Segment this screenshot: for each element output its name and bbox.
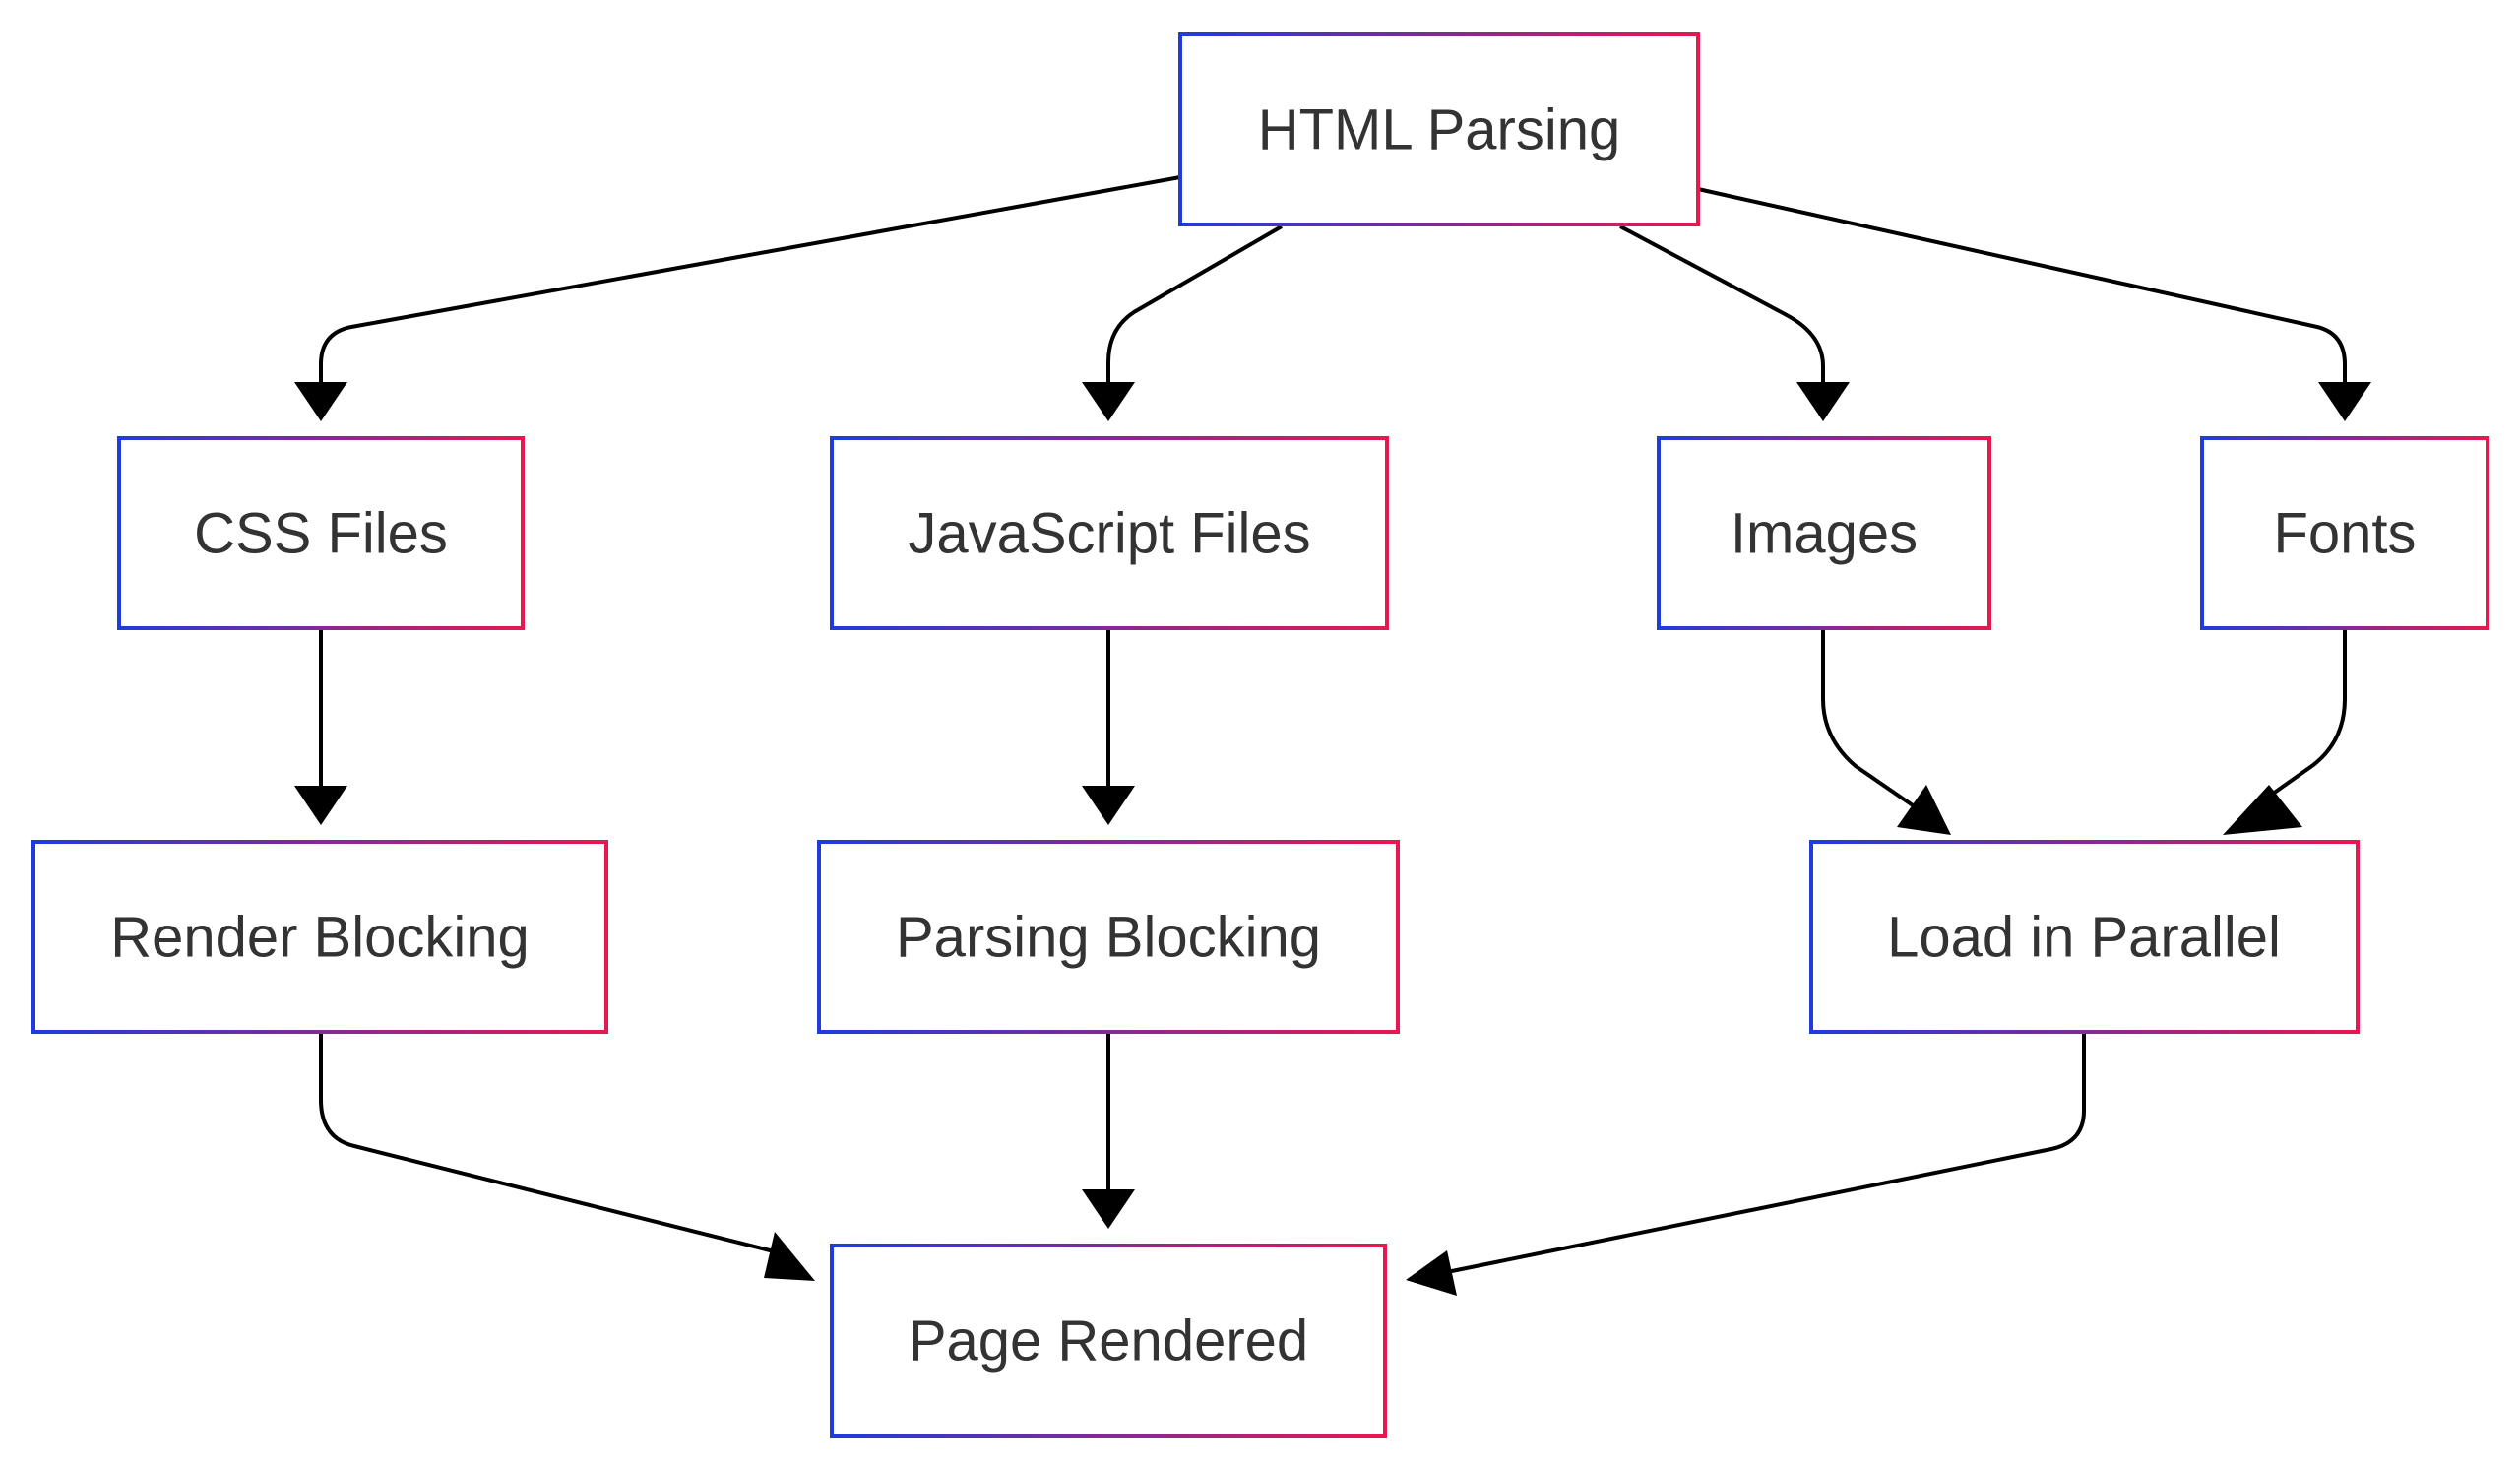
node-label-javascript-files: JavaScript Files [908,502,1310,566]
arrowhead-page-rendered-right [1406,1250,1457,1296]
arrowhead-load-in-parallel-right [2223,785,2302,835]
node-label-images: Images [1731,502,1918,566]
node-label-html-parsing: HTML Parsing [1258,98,1621,162]
node-box-page-rendered [830,1244,1387,1438]
arrowhead-css-files [294,382,347,421]
edge-html-parsing-to-images [1619,224,1825,386]
node-label-load-in-parallel: Load in Parallel [1887,906,2281,970]
node-label-css-files: CSS Files [194,502,448,566]
node-box-load-in-parallel [1809,840,2360,1034]
edge-html-parsing-to-css-files [319,175,1181,386]
node-box-parsing-blocking [817,840,1400,1034]
node-label-page-rendered: Page Rendered [909,1310,1308,1374]
node-javascript-files: JavaScript Files [830,436,1389,630]
edge-html-parsing-to-javascript-files [1106,224,1284,386]
node-fonts: Fonts [2200,436,2489,630]
node-box-css-files [117,436,525,630]
arrowhead-images [1796,382,1850,421]
edge-render-blocking-to-page-rendered [319,1034,779,1254]
arrowhead-parsing-blocking [1082,786,1135,825]
node-label-render-blocking: Render Blocking [110,906,530,970]
edge-fonts-to-load-in-parallel [2254,630,2347,807]
arrowhead-render-blocking [294,786,347,825]
edges [294,175,2371,1296]
arrowhead-javascript-files [1082,382,1135,421]
node-page-rendered: Page Rendered [830,1244,1387,1438]
node-parsing-blocking: Parsing Blocking [817,840,1400,1034]
node-images: Images [1657,436,1991,630]
node-label-parsing-blocking: Parsing Blocking [896,906,1321,970]
node-label-fonts: Fonts [2273,502,2416,566]
edge-load-in-parallel-to-page-rendered [1441,1034,2086,1275]
edge-html-parsing-to-fonts [1697,187,2347,386]
node-box-javascript-files [830,436,1389,630]
edge-images-to-load-in-parallel [1821,630,1918,809]
arrowhead-fonts [2318,382,2371,421]
nodes: HTML Parsing CSS Files JavaScript Files … [32,32,2489,1438]
node-load-in-parallel: Load in Parallel [1809,840,2360,1034]
arrowhead-load-in-parallel-left [1897,785,1951,835]
node-box-images [1657,436,1991,630]
arrowhead-page-rendered-center [1082,1189,1135,1229]
arrowhead-page-rendered-left [764,1232,815,1281]
node-box-html-parsing [1178,32,1700,226]
node-box-fonts [2200,436,2489,630]
node-html-parsing: HTML Parsing [1178,32,1700,226]
node-css-files: CSS Files [117,436,525,630]
node-box-render-blocking [32,840,608,1034]
node-render-blocking: Render Blocking [32,840,608,1034]
